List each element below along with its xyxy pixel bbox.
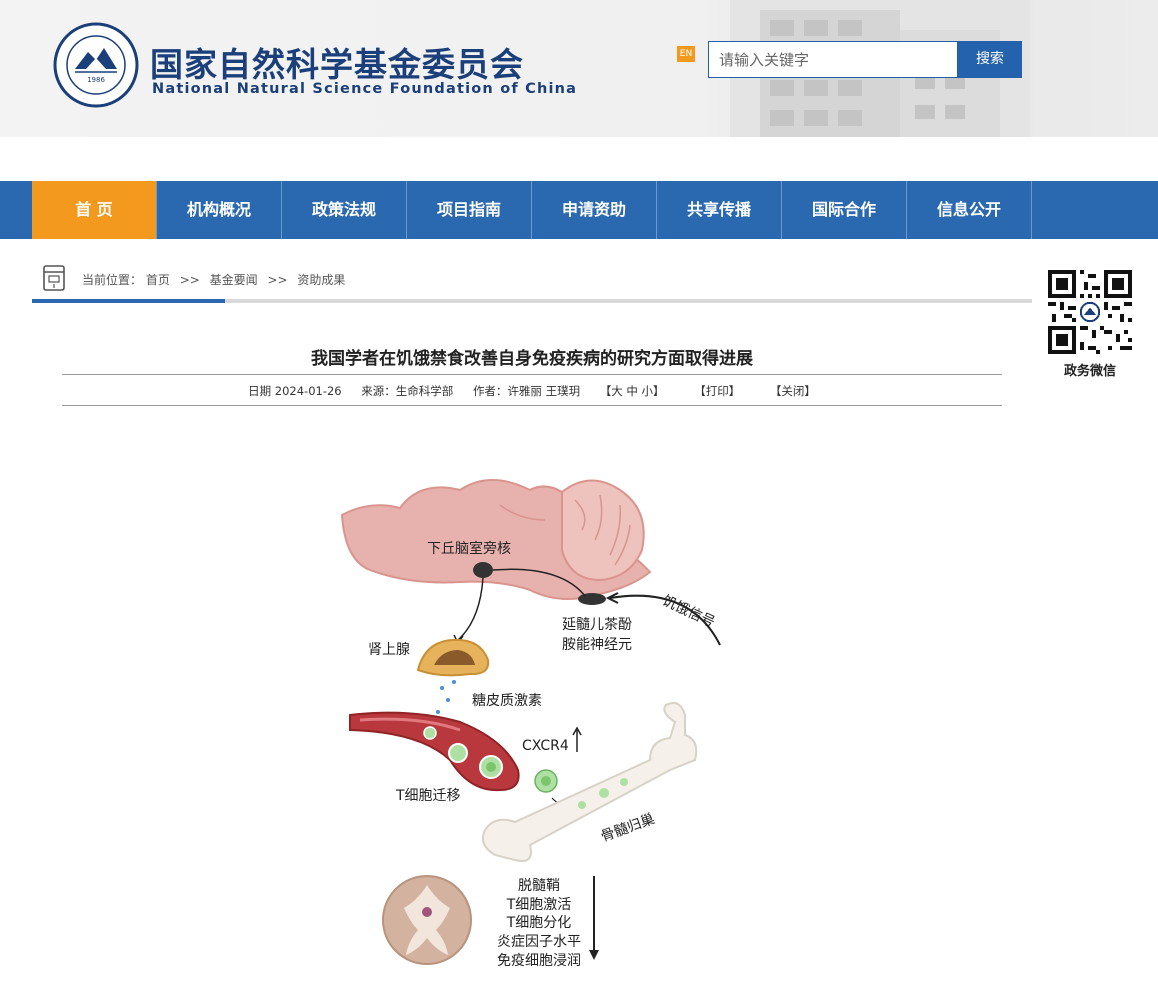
title-divider bbox=[62, 374, 1002, 375]
breadcrumb-item-home[interactable]: 首页 bbox=[145, 273, 170, 287]
english-version-link[interactable]: EN bbox=[677, 46, 695, 62]
pvn-neuron bbox=[473, 562, 493, 578]
article-title: 我国学者在饥饿禁食改善自身免疫疾病的研究方面取得进展 bbox=[311, 349, 753, 369]
nsfc-logo: 1986 bbox=[53, 22, 139, 108]
breadcrumb-prefix: 当前位置： bbox=[82, 273, 143, 287]
nav-item-apply[interactable]: 申请资助 bbox=[532, 181, 657, 239]
breadcrumb-item-results[interactable]: 资助成果 bbox=[297, 273, 346, 287]
qr-label: 政务微信 bbox=[1063, 364, 1116, 379]
site-header: 1986 国家自然科学基金委员会 National Natural Scienc… bbox=[0, 0, 1158, 137]
bone bbox=[482, 702, 698, 862]
nav-item-about[interactable]: 机构概况 bbox=[157, 181, 282, 239]
effect-demyelination: 脱髓鞘 bbox=[518, 878, 560, 894]
label-glucocorticoid: 糖皮质激素 bbox=[472, 692, 542, 709]
org-name-cn: 国家自然科学基金委员会 bbox=[150, 45, 524, 84]
nav-item-international[interactable]: 国际合作 bbox=[782, 181, 907, 239]
article-date: 日期 2024-01-26 bbox=[248, 384, 342, 398]
font-size-control[interactable]: 【大 中 小】 bbox=[599, 384, 665, 398]
label-tcell-migration: T细胞迁移 bbox=[395, 788, 461, 804]
org-name-en: National Natural Science Foundation of C… bbox=[152, 81, 578, 97]
nav-item-info[interactable]: 信息公开 bbox=[907, 181, 1032, 239]
nav-item-share[interactable]: 共享传播 bbox=[657, 181, 782, 239]
breadcrumb: 当前位置： 首页 >> 基金要闻 >> 资助成果 bbox=[82, 271, 351, 288]
medulla-neuron bbox=[578, 593, 606, 605]
breadcrumb-separator: >> bbox=[267, 273, 288, 287]
label-pvn: 下丘脑室旁核 bbox=[427, 540, 511, 557]
wechat-qr-code bbox=[1048, 270, 1132, 354]
breadcrumb-divider-accent bbox=[32, 299, 225, 303]
effect-inflammatory-factors: 炎症因子水平 bbox=[497, 934, 581, 950]
effect-tcell-differentiation: T细胞分化 bbox=[506, 915, 572, 931]
nav-item-guide[interactable]: 项目指南 bbox=[407, 181, 532, 239]
effect-immune-infiltration: 免疫细胞浸润 bbox=[497, 953, 581, 969]
close-link[interactable]: 【关闭】 bbox=[769, 384, 816, 398]
blood-vessel bbox=[349, 711, 520, 792]
label-bone-homing: 骨髓归巢 bbox=[598, 810, 656, 845]
label-adrenal: 肾上腺 bbox=[368, 642, 410, 658]
print-link[interactable]: 【打印】 bbox=[694, 384, 741, 398]
breadcrumb-item-news[interactable]: 基金要闻 bbox=[209, 273, 258, 287]
nav-item-policy[interactable]: 政策法规 bbox=[282, 181, 407, 239]
article-meta: 日期 2024-01-26 来源：生命科学部 作者：许雅丽 王璞玥 【大 中 小… bbox=[62, 383, 1002, 399]
article-illustration: 饥饿信号 下丘脑室旁核 延髓儿茶酚 胺能神经元 肾上腺 糖皮质激素 T细胞迁移 … bbox=[340, 479, 721, 969]
meta-divider bbox=[62, 405, 1002, 406]
breadcrumb-separator: >> bbox=[179, 273, 200, 287]
logo-year: 1986 bbox=[87, 76, 105, 84]
search-input[interactable] bbox=[708, 41, 958, 78]
location-icon bbox=[43, 265, 65, 291]
search-button[interactable]: 搜索 bbox=[958, 41, 1022, 78]
main-nav: 首 页 机构概况 政策法规 项目指南 申请资助 共享传播 国际合作 信息公开 bbox=[0, 181, 1158, 239]
nav-item-home[interactable]: 首 页 bbox=[32, 181, 157, 239]
label-medulla-1: 延髓儿茶酚 bbox=[562, 617, 632, 633]
cerebellum-shape bbox=[561, 479, 645, 582]
label-cxcr4: CXCR4 bbox=[522, 738, 569, 754]
effect-tcell-activation: T细胞激活 bbox=[506, 896, 572, 913]
article-source: 来源：生命科学部 bbox=[361, 384, 454, 398]
article-author: 作者：许雅丽 王璞玥 bbox=[472, 384, 581, 398]
label-hunger-signal: 饥饿信号 bbox=[660, 593, 718, 631]
label-medulla-2: 胺能神经元 bbox=[562, 637, 632, 653]
breadcrumb-divider bbox=[32, 299, 1032, 303]
